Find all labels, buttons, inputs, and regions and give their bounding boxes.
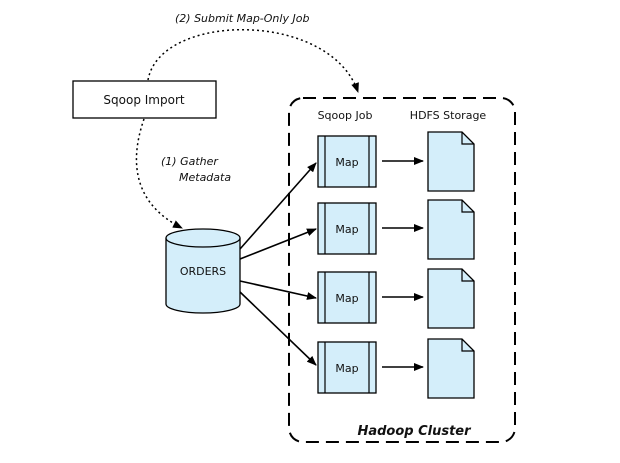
gather-metadata-label-line2: Metadata bbox=[179, 171, 231, 184]
hdfs-file-icon bbox=[427, 268, 475, 329]
orders-database: ORDERS bbox=[165, 228, 241, 314]
gather-metadata-label-line1: (1) Gather bbox=[161, 155, 219, 168]
hadoop-cluster-label: Hadoop Cluster bbox=[357, 424, 472, 439]
map-task: Map bbox=[317, 341, 377, 394]
gather-metadata-arrow bbox=[135, 118, 183, 229]
map-task: Map bbox=[317, 135, 377, 188]
map-task: Map bbox=[317, 271, 377, 324]
hdfs-file-icon bbox=[427, 338, 475, 399]
hdfs-file-icon bbox=[427, 199, 475, 260]
map-task-label: Map bbox=[335, 292, 358, 305]
orders-cylinder-body bbox=[165, 238, 241, 314]
sqoop-import-label: Sqoop Import bbox=[103, 93, 184, 107]
sqoop-import-box bbox=[72, 80, 217, 119]
orders-to-map-arrow bbox=[239, 280, 317, 300]
orders-to-map-arrow bbox=[239, 291, 317, 366]
map-task: Map bbox=[317, 202, 377, 255]
map-task-box bbox=[317, 341, 377, 394]
hdfs-file-icon bbox=[427, 131, 475, 192]
sqoop-job-header: Sqoop Job bbox=[318, 109, 373, 122]
orders-label: ORDERS bbox=[180, 265, 226, 278]
orders-cylinder-top bbox=[165, 228, 241, 248]
hdfs-storage-header: HDFS Storage bbox=[410, 109, 487, 122]
orders-to-map-arrow bbox=[239, 162, 317, 250]
map-task-label: Map bbox=[335, 362, 358, 375]
map-task-box bbox=[317, 271, 377, 324]
submit-job-arrow bbox=[147, 28, 359, 93]
map-task-box bbox=[317, 135, 377, 188]
map-task-label: Map bbox=[335, 223, 358, 236]
submit-job-label: (2) Submit Map-Only Job bbox=[175, 12, 309, 25]
map-task-label: Map bbox=[335, 156, 358, 169]
orders-to-map-arrow bbox=[239, 228, 317, 260]
map-task-box bbox=[317, 202, 377, 255]
